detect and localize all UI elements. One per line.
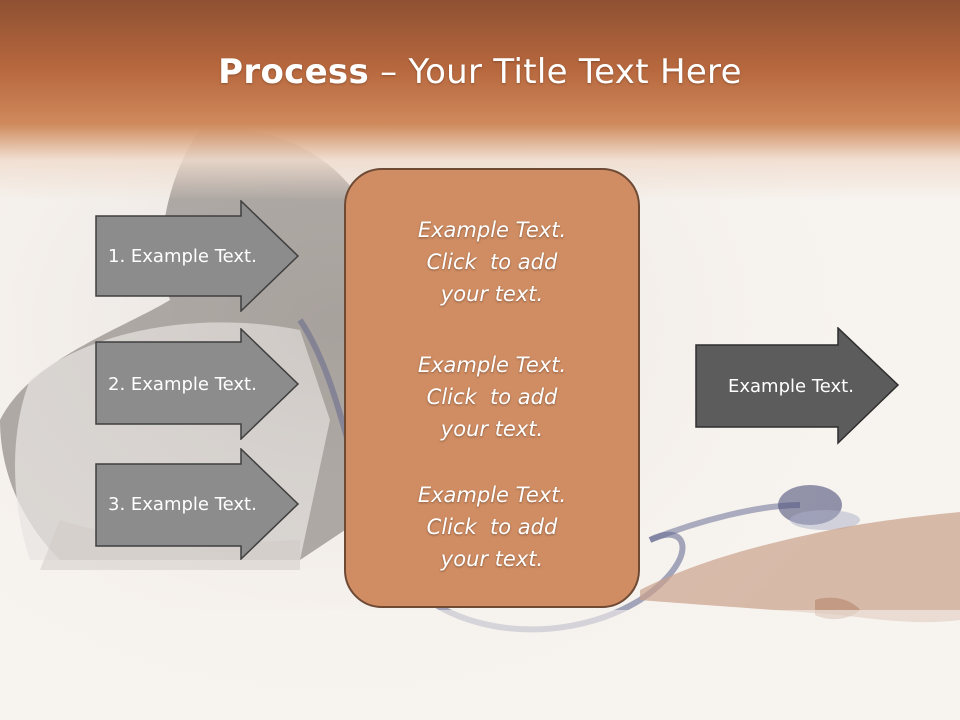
center-line: Click to add	[426, 250, 558, 274]
center-line: Example Text.	[417, 353, 567, 377]
step-label-3: 3. Example Text.	[108, 493, 257, 515]
center-line: Example Text.	[417, 483, 567, 507]
title-band	[0, 0, 960, 200]
step-arrow-shape	[95, 328, 300, 440]
step-arrow-shape	[95, 448, 300, 560]
step-arrow-3[interactable]: 3. Example Text.	[95, 448, 300, 560]
center-paragraph-3: Example Text. Click to add your text.	[346, 479, 638, 575]
step-arrow-2[interactable]: 2. Example Text.	[95, 328, 300, 440]
step-label-2: 2. Example Text.	[108, 373, 257, 395]
center-paragraph-1: Example Text. Click to add your text.	[346, 214, 638, 310]
center-line: Click to add	[426, 515, 558, 539]
slide-title[interactable]: Process – Your Title Text Here	[0, 52, 960, 92]
center-line: Click to add	[426, 385, 558, 409]
center-line: your text.	[440, 282, 544, 306]
step-arrow-1[interactable]: 1. Example Text.	[95, 200, 300, 312]
step-label-1: 1. Example Text.	[108, 245, 257, 267]
result-arrow[interactable]: Example Text.	[695, 327, 900, 445]
center-paragraph-2: Example Text. Click to add your text.	[346, 349, 638, 445]
result-arrow-shape	[695, 327, 900, 445]
title-rest: – Your Title Text Here	[369, 52, 742, 92]
result-label: Example Text.	[728, 375, 854, 397]
step-arrow-shape	[95, 200, 300, 312]
center-line: your text.	[440, 547, 544, 571]
center-line: Example Text.	[417, 218, 567, 242]
center-text-box[interactable]: Example Text. Click to add your text. Ex…	[344, 168, 640, 608]
center-line: your text.	[440, 417, 544, 441]
title-bold: Process	[218, 52, 370, 92]
